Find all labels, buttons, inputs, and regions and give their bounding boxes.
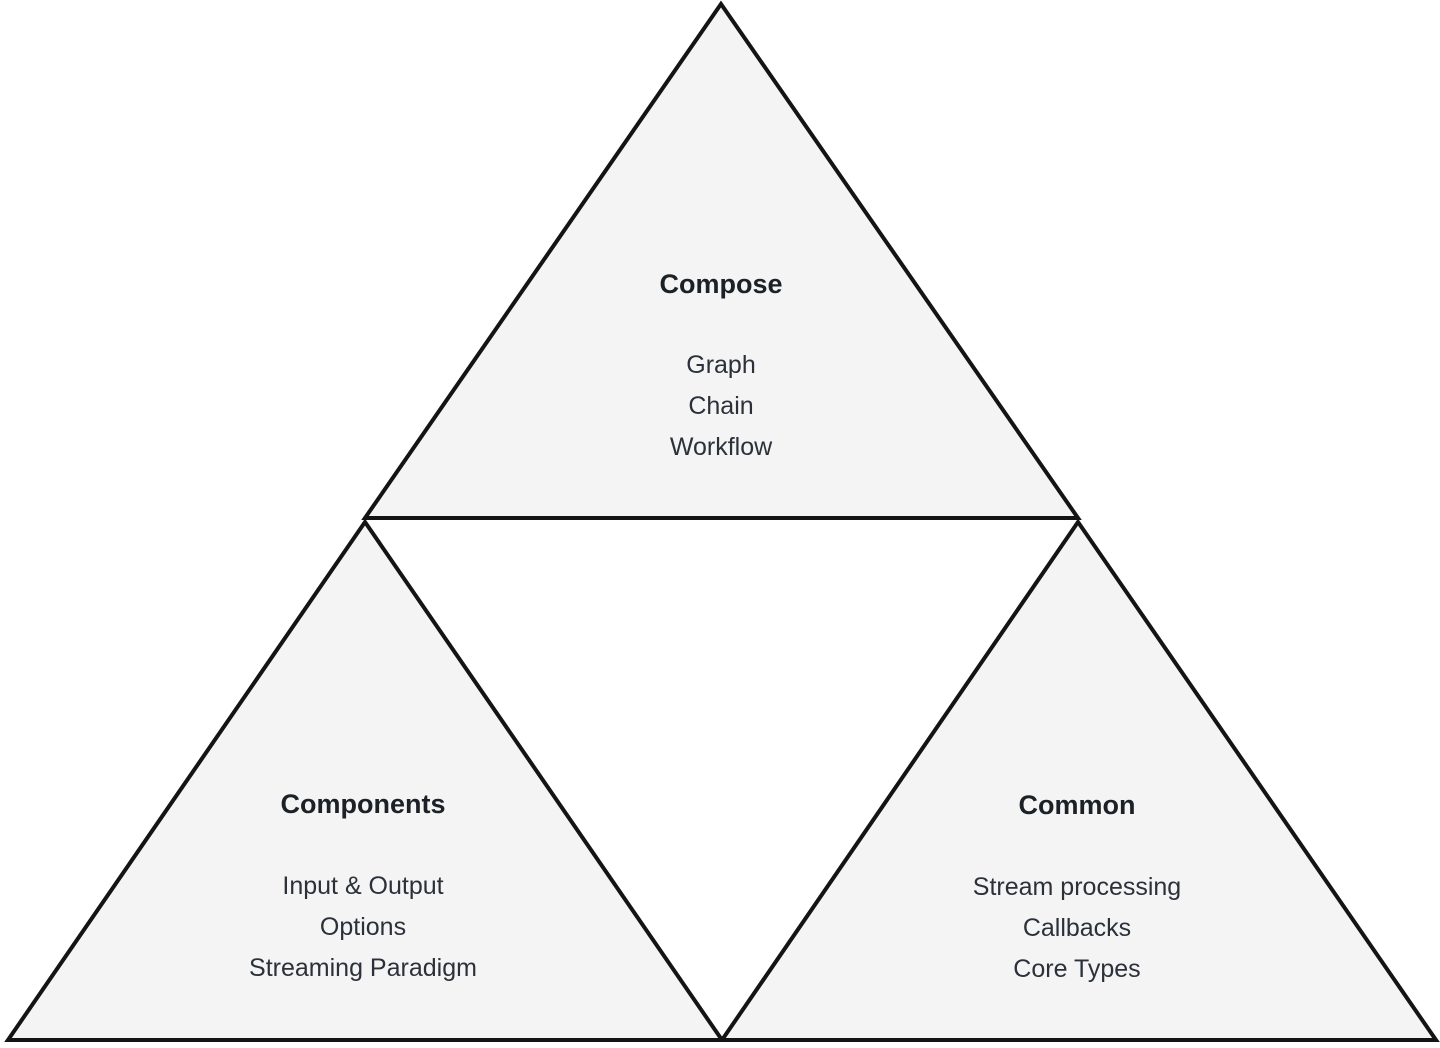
common-triangle <box>718 518 1440 1042</box>
compose-item: Graph <box>686 351 755 379</box>
compose-item: Workflow <box>670 433 773 461</box>
common-item: Callbacks <box>1023 914 1131 942</box>
common-title: Common <box>1019 790 1136 820</box>
compose-item: Chain <box>688 392 753 420</box>
common-item: Stream processing <box>973 873 1181 901</box>
components-triangle <box>4 518 726 1042</box>
compose-triangle <box>361 0 1082 520</box>
components-item: Input & Output <box>282 872 443 900</box>
compose-title: Compose <box>659 269 782 299</box>
components-item: Streaming Paradigm <box>249 954 477 982</box>
common-item: Core Types <box>1013 955 1140 983</box>
components-item: Options <box>320 913 406 941</box>
components-title: Components <box>281 789 446 819</box>
